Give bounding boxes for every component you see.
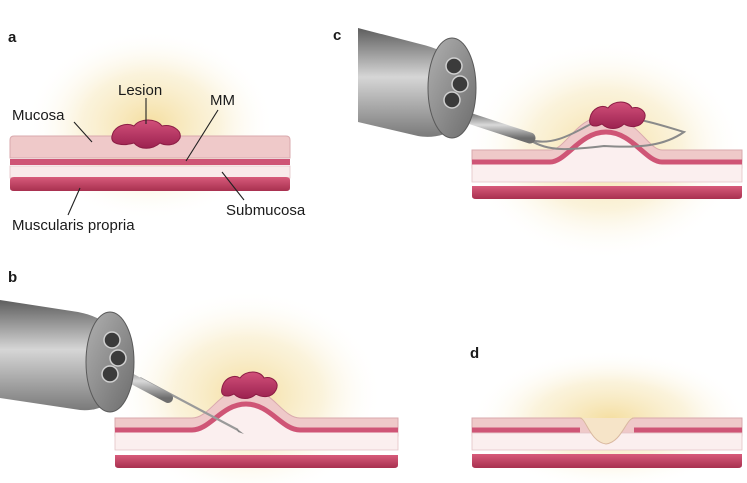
panel-letter-b: b (8, 269, 17, 286)
channel-icon (452, 76, 468, 92)
muscularis-propria-layer (472, 454, 742, 468)
label-submucosa: Submucosa (226, 202, 306, 219)
muscularis-mucosae-layer (10, 159, 290, 165)
panel-d: d (470, 345, 747, 483)
panel-b: b (0, 269, 398, 483)
panel-a: a Lesion Mucosa MM Submucosa Muscularis … (8, 29, 306, 234)
panel-letter-a: a (8, 29, 17, 46)
channel-icon (446, 58, 462, 74)
channel-icon (444, 92, 460, 108)
label-mucosa: Mucosa (12, 107, 65, 124)
label-muscularis-propria: Muscularis propria (12, 217, 135, 234)
label-mm: MM (210, 92, 235, 109)
endoscope-tip (428, 38, 476, 138)
panel-c: c (333, 27, 745, 260)
panel-letter-c: c (333, 27, 341, 44)
endoscope-tip (86, 312, 134, 412)
muscularis-propria-layer (115, 455, 398, 468)
panel-letter-d: d (470, 345, 479, 362)
channel-icon (102, 366, 118, 382)
channel-icon (104, 332, 120, 348)
label-lesion: Lesion (118, 82, 162, 99)
channel-icon (110, 350, 126, 366)
muscularis-propria-layer (10, 177, 290, 191)
submucosa-layer (10, 166, 290, 178)
muscularis-propria-layer (472, 186, 742, 199)
